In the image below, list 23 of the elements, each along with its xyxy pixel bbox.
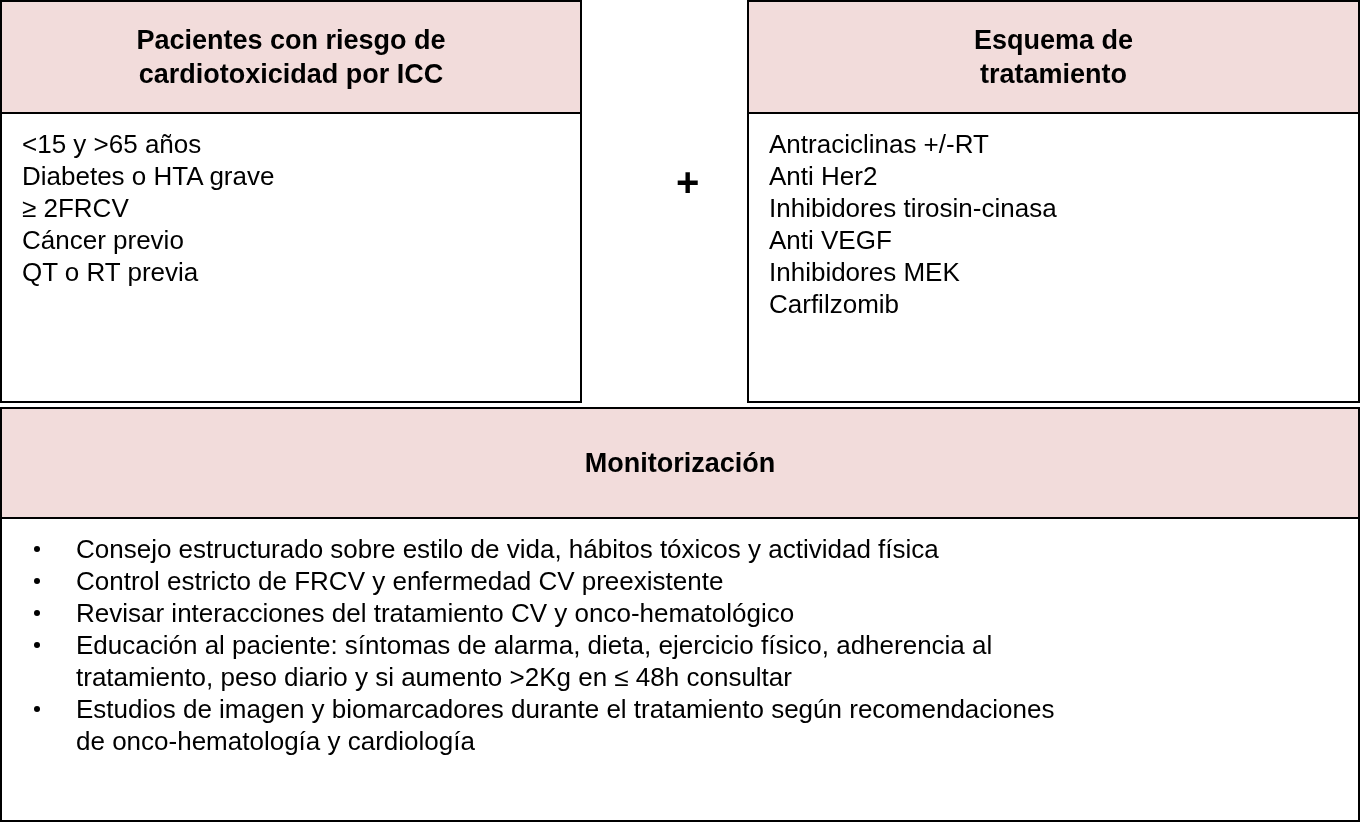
info-panel bbox=[0, 407, 1360, 822]
plus-sign: + bbox=[676, 160, 700, 204]
list-item: Carfilzomib bbox=[769, 288, 901, 320]
panel-title: Monitorización bbox=[583, 447, 777, 480]
list-item: Cáncer previo bbox=[22, 224, 185, 256]
panel-title: Esquema de tratamiento bbox=[972, 24, 1135, 91]
list-item: Antraciclinas +/-RT bbox=[769, 128, 990, 160]
list-item: Inhibidores tirosin-cinasa bbox=[769, 192, 1058, 224]
list-item: QT o RT previa bbox=[22, 256, 200, 288]
list-item: Diabetes o HTA grave bbox=[22, 160, 276, 192]
list-item: Anti Her2 bbox=[769, 160, 879, 192]
list-item: Control estricto de FRCV y enfermedad CV preexistente bbox=[76, 565, 724, 597]
list-item: ≥ 2FRCV bbox=[22, 192, 130, 224]
info-panel bbox=[0, 0, 582, 403]
list-item: <15 y >65 años bbox=[22, 128, 203, 160]
list-item: Revisar interacciones del tratamiento CV y onco-hematológico bbox=[76, 597, 795, 629]
info-panel bbox=[747, 0, 1360, 403]
list-item: Anti VEGF bbox=[769, 224, 893, 256]
list-item: Inhibidores MEK bbox=[769, 256, 961, 288]
panel-title: Pacientes con riesgo de cardiotoxicidad por ICC bbox=[135, 24, 447, 91]
list-item: Estudios de imagen y biomarcadores durante el tratamiento según recomendaciones de onco-hematología y cardiología bbox=[76, 693, 1056, 757]
list-item: Consejo estructurado sobre estilo de vida, hábitos tóxicos y actividad física bbox=[76, 533, 939, 565]
list-item: Educación al paciente: síntomas de alarma, dieta, ejercicio físico, adherencia al tratamiento, peso diario y si aumento >2Kg en ≤ 48h consultar bbox=[76, 629, 994, 693]
